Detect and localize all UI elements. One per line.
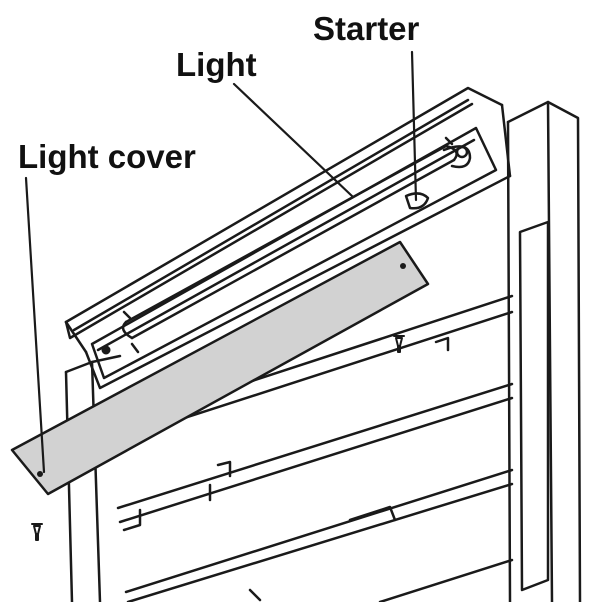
leader-light-cover [24, 176, 46, 474]
starter-part [404, 145, 472, 210]
label-starter: Starter [313, 10, 420, 47]
leader-lines [24, 50, 418, 474]
label-light-cover: Light cover [18, 138, 196, 175]
label-light: Light [176, 46, 257, 83]
leader-starter [410, 50, 418, 202]
leader-light [232, 82, 354, 198]
screw-icon [31, 523, 43, 541]
appliance-frame [64, 100, 582, 602]
screws [31, 335, 405, 541]
light-cover [10, 240, 430, 496]
screw-icon [393, 335, 405, 353]
